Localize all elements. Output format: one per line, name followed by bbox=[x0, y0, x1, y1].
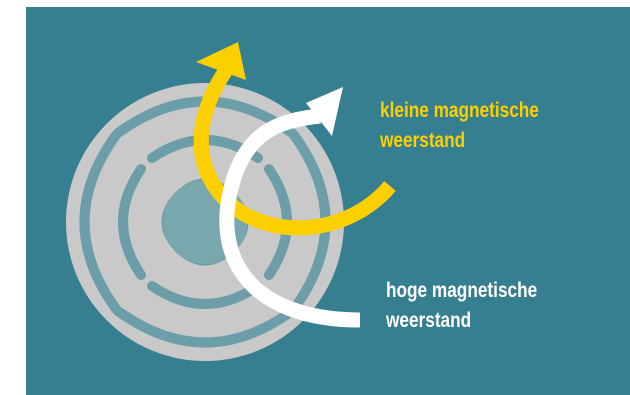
label-high-reluctance-line1: hoge magnetische bbox=[386, 279, 538, 302]
label-low-reluctance: kleine magnetische weerstand bbox=[380, 96, 539, 156]
arrow-high-reluctance-icon bbox=[219, 87, 361, 328]
label-high-reluctance-line2: weerstand bbox=[386, 309, 472, 332]
label-low-reluctance-line2: weerstand bbox=[380, 129, 466, 152]
label-high-reluctance: hoge magnetische weerstand bbox=[386, 276, 537, 336]
label-low-reluctance-line1: kleine magnetische bbox=[380, 99, 539, 122]
